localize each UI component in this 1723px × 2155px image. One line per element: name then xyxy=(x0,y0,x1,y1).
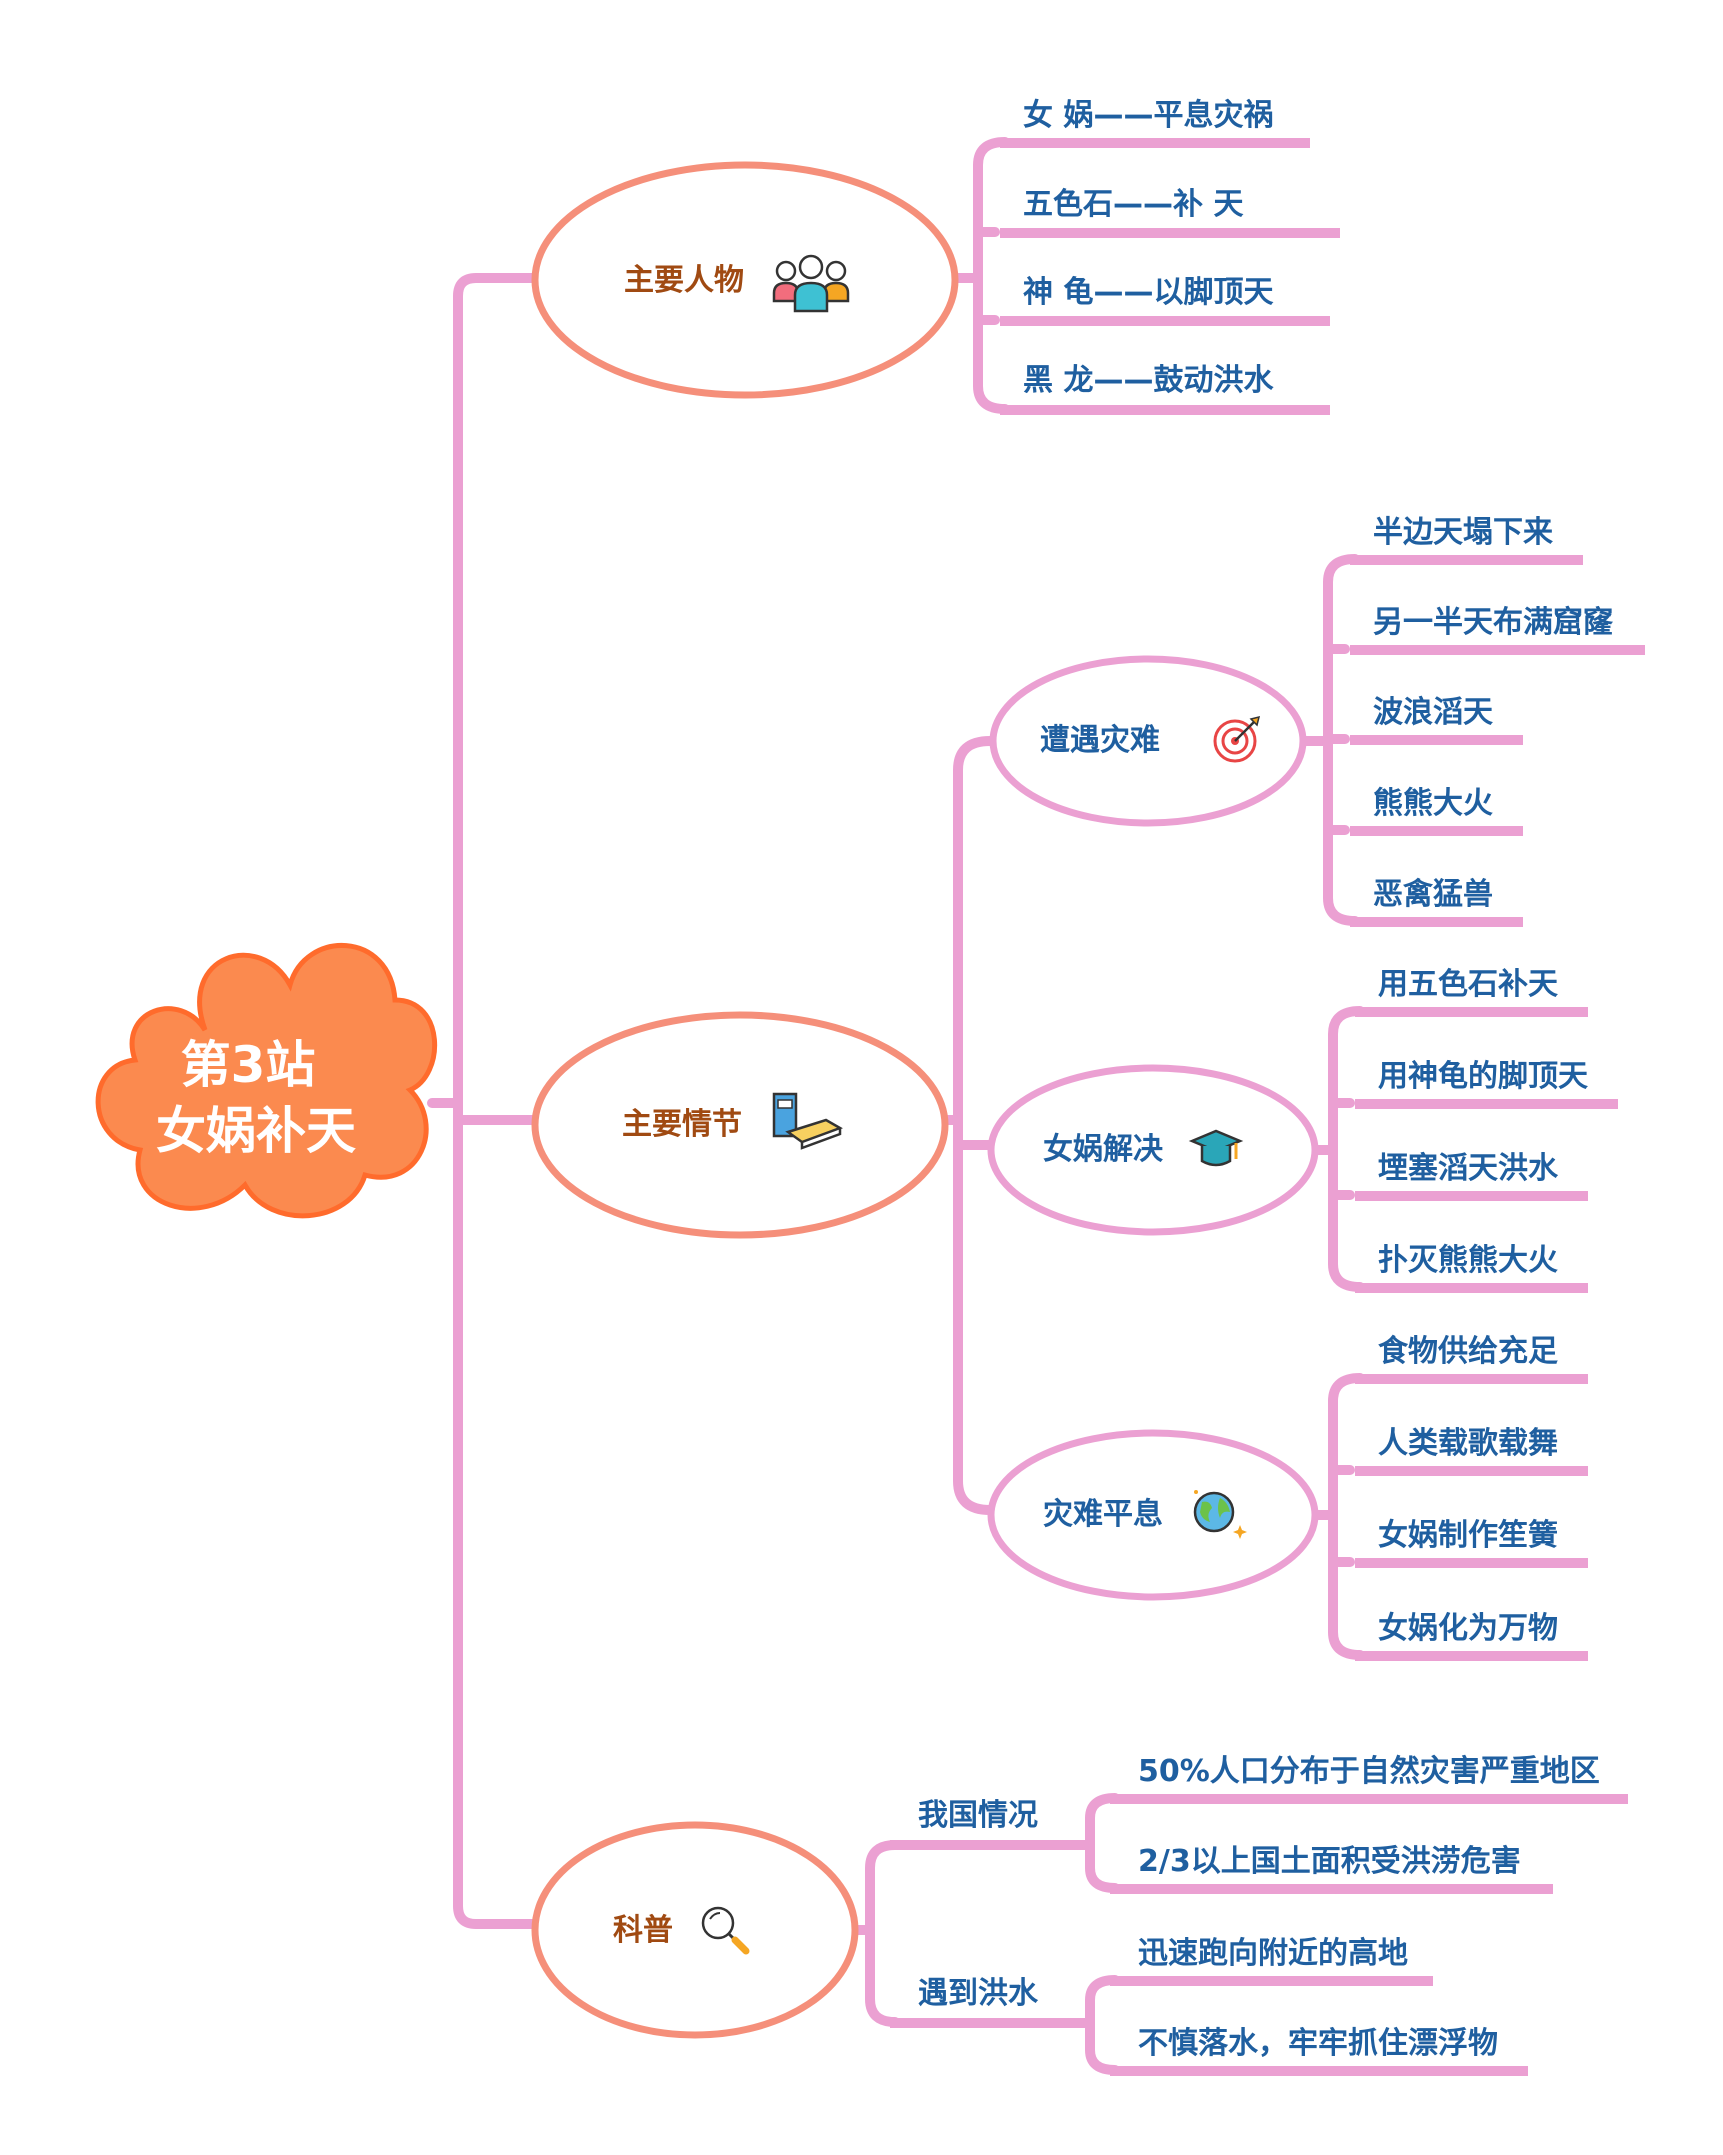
branch-main-plot[interactable]: 主要情节 遭遇灾难 半边天塌下来 另一半天布满窟窿 波浪滔天 熊熊大火 恶禽猛兽 xyxy=(531,515,1614,1646)
leaf-text: 人类载歌载舞 xyxy=(1378,1426,1558,1461)
root-cloud xyxy=(95,942,438,1219)
sub-node-shape xyxy=(987,1429,1319,1601)
leaf-text: 女 娲——平息灾祸 xyxy=(1023,98,1273,133)
sub-label: 灾难平息 xyxy=(1043,1497,1163,1532)
sub-label: 遭遇灾难 xyxy=(1040,723,1160,758)
people-icon xyxy=(772,254,850,313)
leaf-text: 另一半天布满窟窿 xyxy=(1373,605,1614,640)
leaf-text: 堙塞滔天洪水 xyxy=(1378,1151,1559,1186)
leaf-text: 扑灭熊熊大火 xyxy=(1378,1243,1558,1278)
branch-node-shape xyxy=(531,161,959,399)
leaf-text: 神 龟——以脚顶天 xyxy=(1023,275,1273,310)
root-node[interactable]: 第3站 女娲补天 xyxy=(95,942,438,1219)
sub-label: 我国情况 xyxy=(918,1798,1038,1833)
connectors xyxy=(427,137,1645,2076)
sub-node-solution[interactable]: 女娲解决 用五色石补天 用神龟的脚顶天 堙塞滔天洪水 扑灭熊熊大火 xyxy=(987,967,1588,1278)
leaf-text: 用神龟的脚顶天 xyxy=(1378,1059,1588,1094)
leaf-text: 50%人口分布于自然灾害严重地区 xyxy=(1138,1754,1600,1789)
leaf-text: 女娲制作笙簧 xyxy=(1378,1518,1558,1553)
leaf-text: 食物供给充足 xyxy=(1378,1334,1558,1369)
branch-main-characters[interactable]: 主要人物 女 娲——平息灾祸 五色石——补 天 神 龟——以脚顶天 黑 龙——鼓… xyxy=(531,98,1274,399)
root-title-line2: 女娲补天 xyxy=(156,1102,356,1160)
branch-label: 科普 xyxy=(613,1913,673,1948)
sub-node-shape xyxy=(989,655,1307,827)
leaf-text: 五色石——补 天 xyxy=(1023,187,1243,222)
sub-label: 女娲解决 xyxy=(1043,1132,1163,1167)
globe-icon xyxy=(1193,1490,1247,1539)
branch-label: 主要人物 xyxy=(624,263,744,298)
branch-label: 主要情节 xyxy=(622,1107,742,1142)
leaf-text: 用五色石补天 xyxy=(1378,967,1558,1002)
leaf-text: 2/3以上国土面积受洪涝危害 xyxy=(1138,1844,1521,1879)
target-icon xyxy=(1213,715,1261,763)
leaf-text: 迅速跑向附近的高地 xyxy=(1138,1936,1408,1971)
leaf-text: 黑 龙——鼓动洪水 xyxy=(1023,363,1274,398)
root-title-line1: 第3站 xyxy=(181,1036,316,1094)
leaf-text: 不慎落水，牢牢抓住漂浮物 xyxy=(1138,2026,1498,2061)
sub-label: 遇到洪水 xyxy=(918,1976,1039,2011)
leaf-text: 波浪滔天 xyxy=(1373,695,1493,730)
sub-node-china-status[interactable]: 我国情况 50%人口分布于自然灾害严重地区 2/3以上国土面积受洪涝危害 xyxy=(918,1754,1600,1879)
graduation-cap-icon xyxy=(1188,1129,1244,1167)
magnifier-icon xyxy=(701,1906,750,1955)
sub-node-flood-response[interactable]: 遇到洪水 迅速跑向附近的高地 不慎落水，牢牢抓住漂浮物 xyxy=(918,1936,1498,2061)
leaf-text: 女娲化为万物 xyxy=(1378,1611,1558,1646)
leaf-text: 半边天塌下来 xyxy=(1373,515,1553,550)
leaf-text: 恶禽猛兽 xyxy=(1373,877,1493,912)
sub-node-calm[interactable]: 灾难平息 食物供给充足 人类载歌载舞 女娲制作笙簧 女娲化为万物 xyxy=(987,1334,1558,1646)
sub-node-disaster[interactable]: 遭遇灾难 半边天塌下来 另一半天布满窟窿 波浪滔天 熊熊大火 恶禽猛兽 xyxy=(989,515,1614,912)
branch-node-shape xyxy=(531,1011,949,1239)
sub-node-shape xyxy=(987,1064,1319,1236)
branch-science[interactable]: 科普 我国情况 50%人口分布于自然灾害严重地区 2/3以上国土面积受洪涝危害 … xyxy=(531,1754,1600,2061)
branch-node-shape xyxy=(531,1821,859,2039)
books-icon xyxy=(772,1092,843,1150)
leaf-text: 熊熊大火 xyxy=(1373,786,1493,821)
